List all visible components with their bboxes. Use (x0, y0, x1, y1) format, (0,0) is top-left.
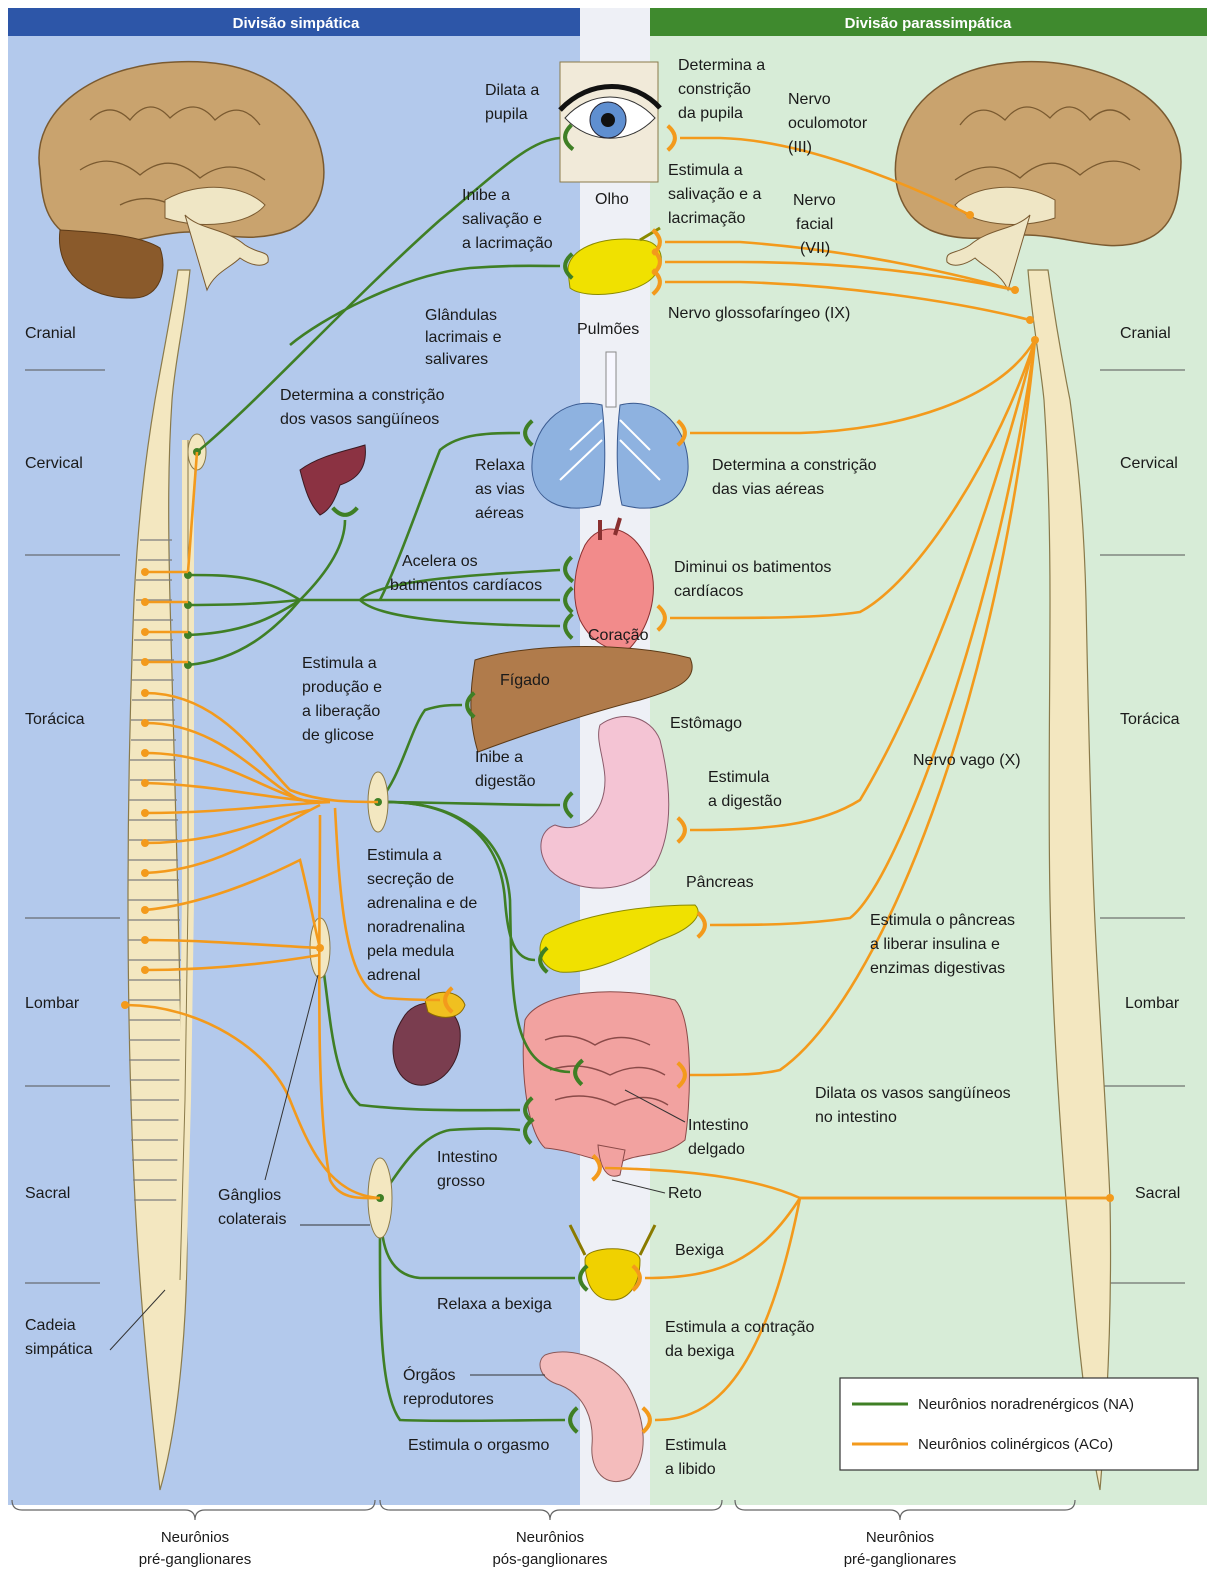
label-glossofaringeo: Nervo glossofaríngeo (IX) (668, 305, 850, 322)
region-label-cervical-left: Cervical (25, 455, 83, 472)
legend-cholinergic: Neurônios colinérgicos (ACo) (918, 1436, 1113, 1453)
legend-noradrenergic: Neurônios noradrenérgicos (NA) (918, 1396, 1134, 1413)
region-label-sacral-right: Sacral (1135, 1185, 1180, 1202)
eye-organ (560, 62, 660, 182)
region-label-cranial-right: Cranial (1120, 325, 1171, 342)
sympathetic-header-title: Divisão simpática (233, 15, 360, 32)
label-vago: Nervo vago (X) (913, 752, 1021, 769)
label-pulmoes: Pulmões (577, 321, 639, 338)
label-figado: Fígado (500, 672, 550, 689)
label-olho: Olho (595, 191, 629, 208)
label-coracao: Coração (588, 627, 649, 644)
region-label-lumbar-right: Lombar (1125, 995, 1180, 1012)
label-reto: Reto (668, 1185, 702, 1202)
parasympathetic-header-title: Divisão parassimpática (845, 15, 1012, 32)
region-label-cervical-right: Cervical (1120, 455, 1178, 472)
label-pancreas: Pâncreas (686, 874, 754, 891)
legend: Neurônios noradrenérgicos (NA) Neurônios… (840, 1378, 1198, 1470)
region-label-sacral-left: Sacral (25, 1185, 70, 1202)
intestines-organ (523, 992, 689, 1176)
region-label-cranial-left: Cranial (25, 325, 76, 342)
region-label-lumbar-left: Lombar (25, 995, 80, 1012)
region-label-thoracic-left: Torácica (25, 711, 85, 728)
label-bexiga: Bexiga (675, 1242, 724, 1259)
region-label-thoracic-right: Torácica (1120, 711, 1180, 728)
label-orgasmo: Estimula o orgasmo (408, 1437, 549, 1454)
label-estomago: Estômago (670, 715, 742, 732)
label-relaxa-bexiga: Relaxa a bexiga (437, 1296, 552, 1313)
